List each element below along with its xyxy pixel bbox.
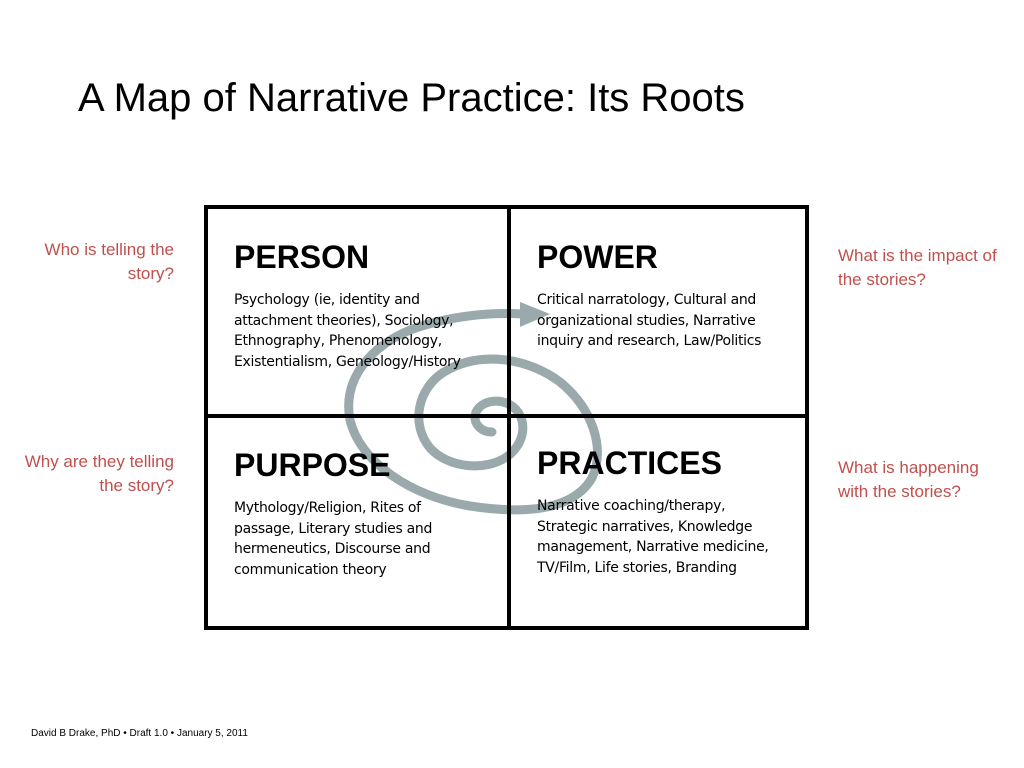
quadrant-purpose: PURPOSE Mythology/Religion, Rites of pas… (234, 446, 504, 580)
slide-footer: David B Drake, PhD • Draft 1.0 • January… (31, 728, 248, 739)
question-who-is-telling: Who is telling the story? (44, 240, 174, 283)
quadrant-practices: PRACTICES Narrative coaching/therapy, St… (537, 444, 807, 578)
question-happening: What is happening with the stories? (838, 458, 979, 501)
quadrant-heading: POWER (537, 239, 658, 275)
quadrant-body: Narrative coaching/therapy, Strategic na… (537, 498, 769, 576)
quadrant-heading: PERSON (234, 239, 370, 275)
question-impact: What is the impact of the stories? (838, 246, 997, 289)
spiral-arrowhead (520, 302, 550, 327)
quadrant-person: PERSON Psychology (ie, identity and atta… (234, 238, 504, 372)
quadrant-power: POWER Critical narratology, Cultural and… (537, 238, 807, 352)
slide-title: A Map of Narrative Practice: Its Roots (78, 76, 745, 120)
quadrant-heading: PRACTICES (537, 445, 722, 481)
quadrant-body: Mythology/Religion, Rites of passage, Li… (234, 500, 433, 578)
question-why-telling: Why are they telling the story? (24, 452, 174, 495)
quadrant-body: Critical narratology, Cultural and organ… (537, 292, 762, 349)
quadrant-body: Psychology (ie, identity and attachment … (234, 292, 461, 370)
quadrant-heading: PURPOSE (234, 447, 391, 483)
